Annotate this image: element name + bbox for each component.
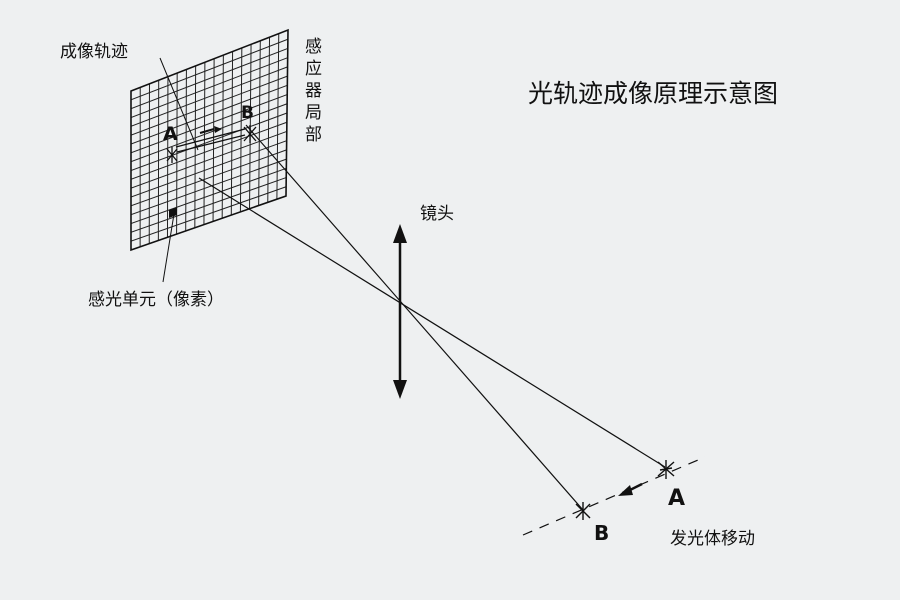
track-label: 成像轨迹 bbox=[60, 42, 128, 62]
object-a-label: A bbox=[668, 486, 686, 511]
sensor-grid bbox=[131, 33, 288, 247]
image-a-label: A bbox=[163, 123, 178, 145]
object-b-label: B bbox=[594, 521, 610, 545]
motion-arrow bbox=[618, 482, 643, 496]
diagram-title: 光轨迹成像原理示意图 bbox=[528, 79, 779, 108]
image-track bbox=[175, 126, 246, 153]
pixel-leader-line bbox=[162, 213, 175, 283]
image-b-star bbox=[243, 125, 257, 143]
ray-b bbox=[245, 124, 584, 511]
object-a-star bbox=[657, 460, 675, 479]
image-b-label: B bbox=[241, 103, 254, 123]
pixel-square bbox=[169, 207, 177, 218]
object-move-label: 发光体移动 bbox=[670, 529, 755, 549]
object-b-star bbox=[575, 502, 591, 520]
ray-a bbox=[198, 177, 666, 468]
sensor-label: 感应器局部 bbox=[305, 37, 322, 145]
lens bbox=[393, 224, 407, 399]
sensor-outline bbox=[130, 28, 289, 252]
track-leader-line bbox=[159, 57, 199, 151]
lens-label: 镜头 bbox=[420, 204, 454, 224]
image-a-star bbox=[166, 147, 178, 163]
object-path bbox=[522, 456, 706, 536]
pixel-label: 感光单元（像素） bbox=[88, 290, 224, 310]
